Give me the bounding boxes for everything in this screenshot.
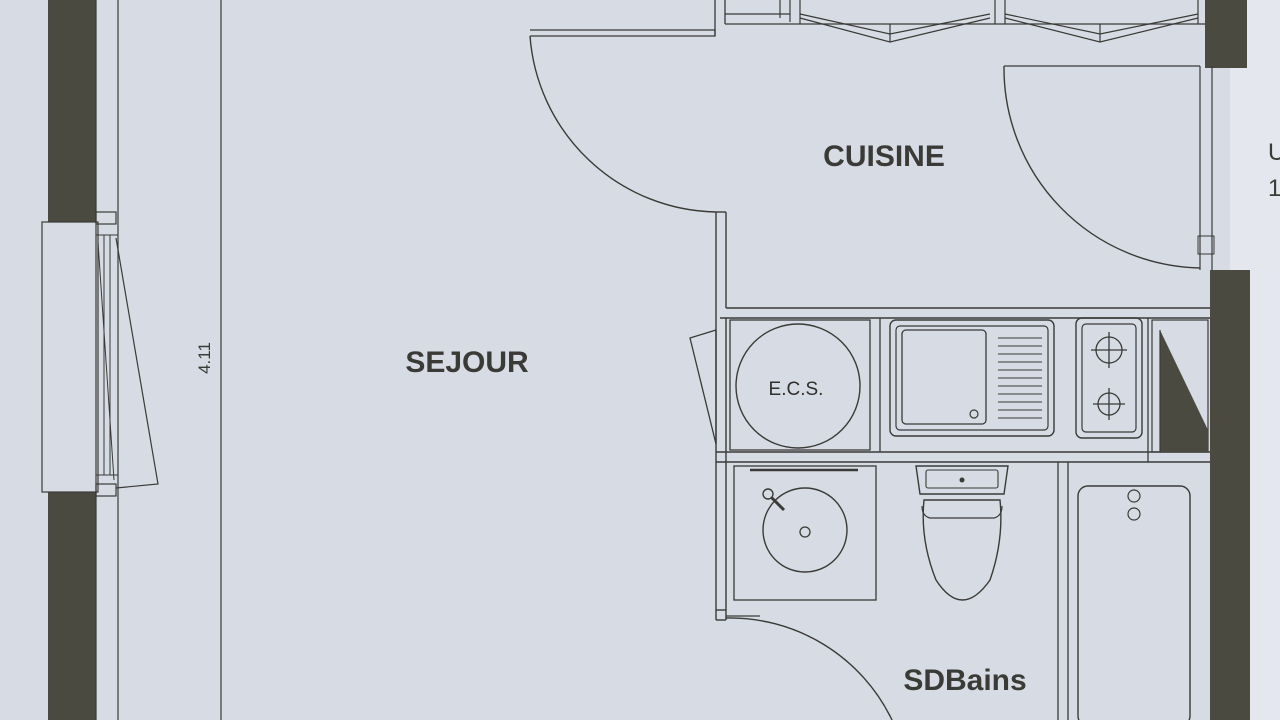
closet-door (689, 329, 717, 445)
toilet (915, 465, 1009, 601)
burner-bottom (1093, 388, 1125, 420)
water-heater-label: E.C.S. (769, 379, 824, 400)
cooktop (1075, 317, 1143, 439)
cropped-label-bottom: 1 (1268, 175, 1280, 202)
left-window (41, 211, 159, 497)
room-label-cuisine: CUISINE (823, 140, 945, 173)
cropped-label-top: U (1268, 139, 1280, 166)
left-exterior-wall (48, 0, 119, 720)
dimension-line-vertical: 4.11 (195, 0, 222, 720)
appliance-cabinet (1151, 319, 1209, 453)
water-heater: E.C.S. (729, 319, 871, 451)
room-label-sdbains: SDBains (903, 664, 1026, 697)
right-exterior-wall (1197, 0, 1250, 720)
room-label-sejour: SEJOUR (405, 346, 529, 379)
interior-walls (715, 307, 1210, 720)
kitchen-door (529, 35, 727, 308)
bathroom-door (725, 615, 893, 720)
kitchen-sink (889, 319, 1055, 437)
top-window-structure (530, 0, 1205, 43)
bathtub (1077, 485, 1191, 720)
dimension-value: 4.11 (195, 342, 214, 374)
burner-top (1091, 332, 1127, 368)
sink-drainboard (998, 337, 1042, 419)
washbasin (733, 465, 877, 601)
balcony-door (1003, 65, 1201, 269)
